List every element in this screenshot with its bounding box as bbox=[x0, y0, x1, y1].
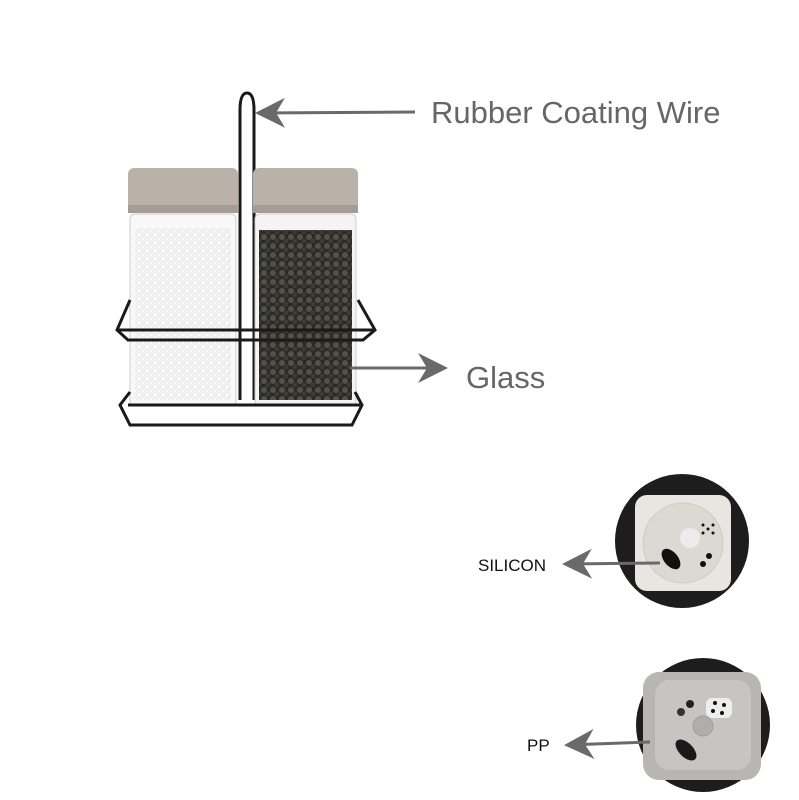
pp-arrow bbox=[564, 729, 651, 760]
glass-label: Glass bbox=[466, 360, 546, 395]
silicon-cap-detail bbox=[615, 474, 749, 608]
salt-jar bbox=[128, 168, 238, 407]
wire-rack bbox=[238, 91, 256, 400]
rubber-coating-wire-label: Rubber Coating Wire bbox=[431, 95, 721, 130]
pp-label: PP bbox=[527, 736, 550, 755]
pp-cap-detail bbox=[636, 658, 770, 792]
wire-arrow bbox=[255, 97, 416, 128]
wire-basket bbox=[115, 299, 377, 427]
silicon-label: SILICON bbox=[478, 556, 547, 575]
pepper-jar bbox=[253, 168, 358, 407]
silicon-arrow bbox=[562, 548, 661, 579]
